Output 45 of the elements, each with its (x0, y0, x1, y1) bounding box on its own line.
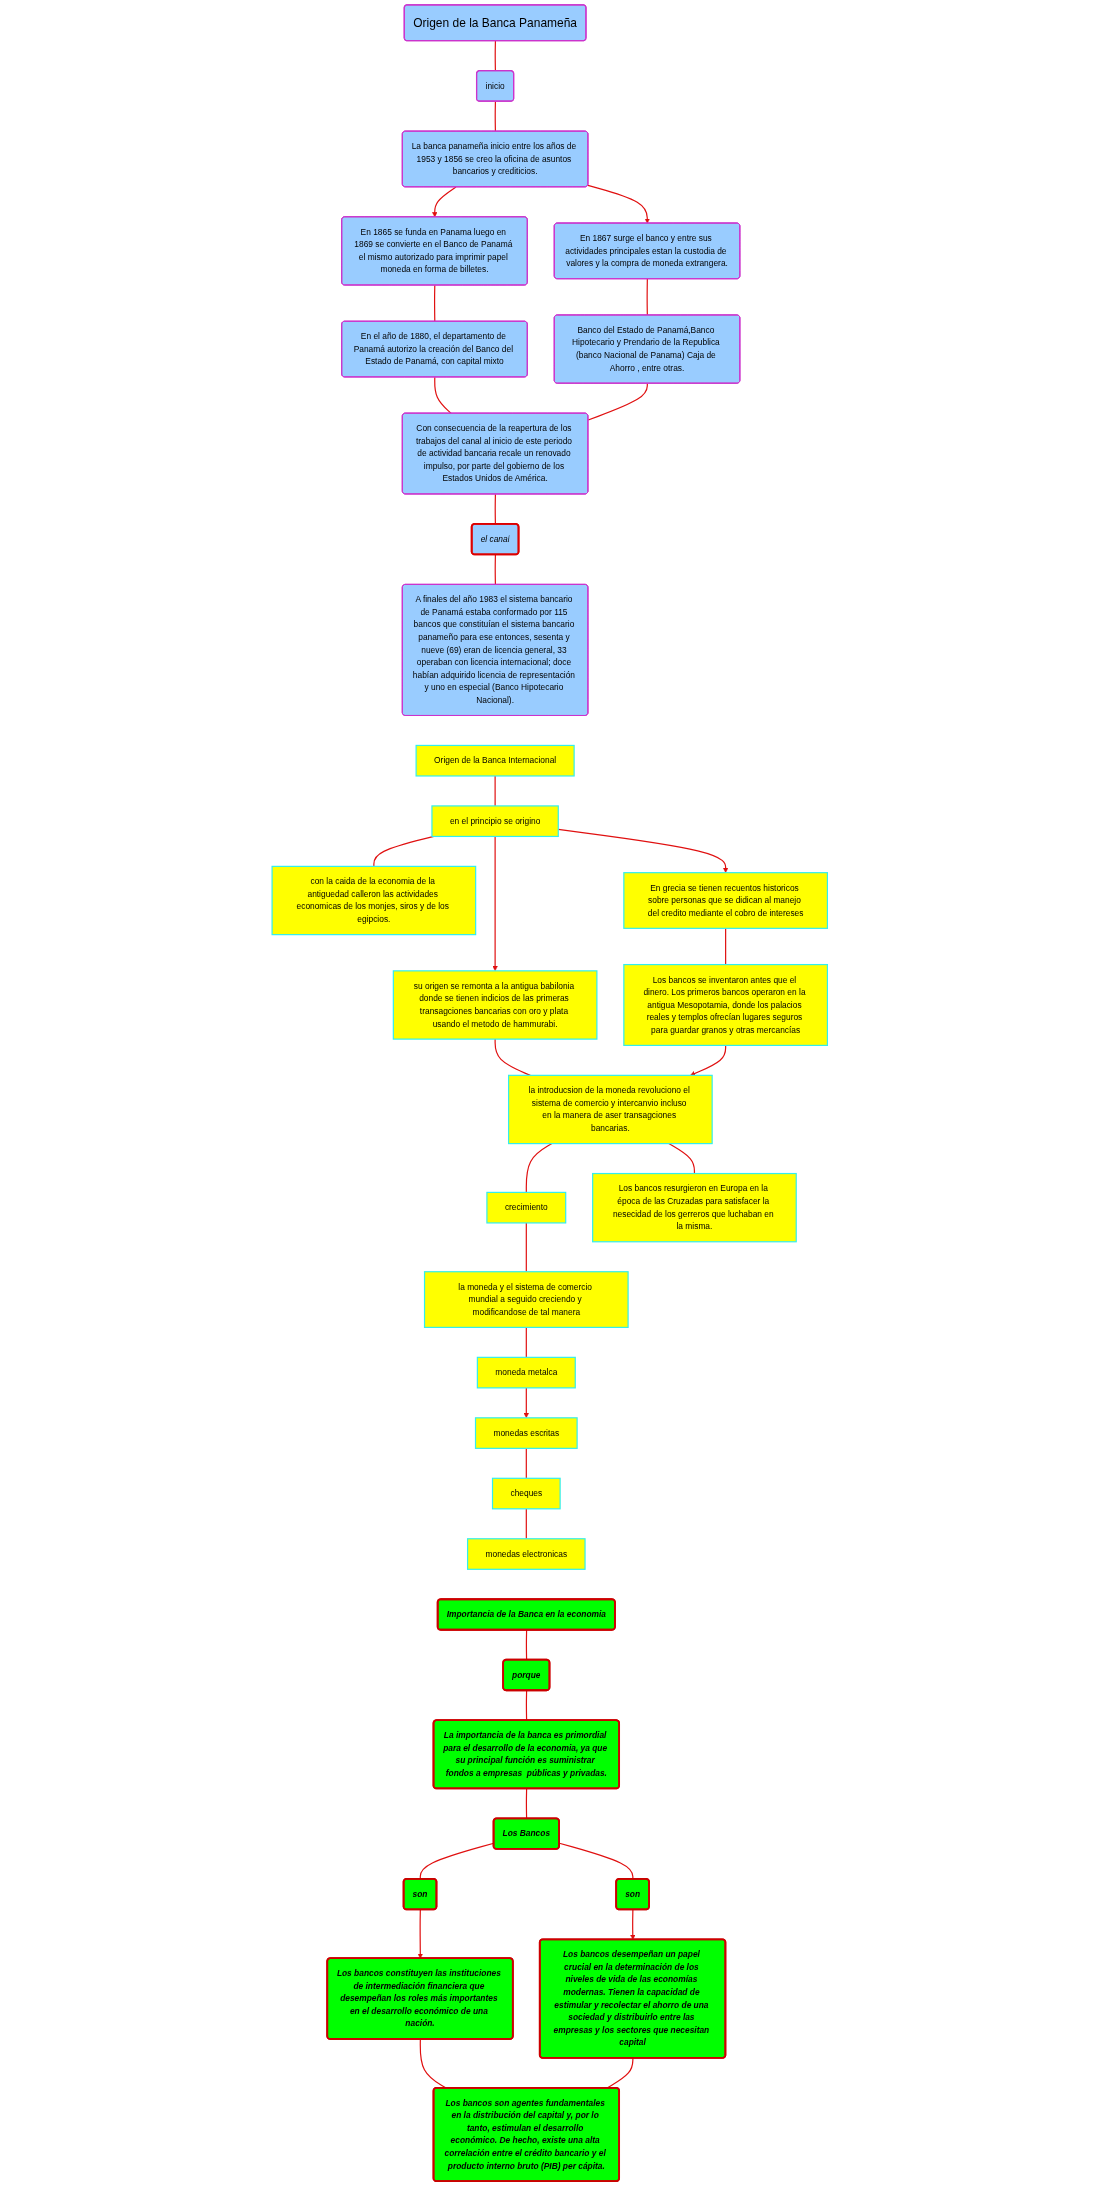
arrow (690, 1044, 726, 1076)
connector (606, 2057, 634, 2089)
connector (724, 927, 726, 966)
connector (494, 1038, 531, 1076)
connector (494, 40, 496, 72)
node-box: con la caida de la economia de la antiguedad calleron las actividades economicas de los monjes, siros y de los egipcios. (271, 865, 476, 936)
connector (525, 1629, 527, 1661)
connector (494, 554, 496, 586)
connector (494, 493, 496, 525)
connector (667, 1143, 695, 1175)
node-box: cheques (491, 1477, 561, 1510)
arrow (417, 1909, 423, 1959)
node-box: Origen de la Banca Internacional (415, 744, 575, 777)
connector (494, 100, 496, 132)
node-box: en el principio se origino (431, 805, 559, 838)
node-box: monedas electronicas (466, 1538, 586, 1570)
node-box: Los bancos resurgieron en Europa en la época de las Cruzadas para satisfacer la nesecidad de los gerreros que luchaban en la misma. (591, 1172, 797, 1243)
connector (373, 835, 435, 867)
connector (525, 1788, 527, 1820)
node-box: En grecia se tienen recuentos historicos sobre personas que se didican al manejo del credito mediante el cobro de intereses (623, 872, 828, 929)
connector (558, 1842, 634, 1880)
arrow (431, 186, 457, 218)
arrow (492, 835, 498, 972)
connector (587, 382, 648, 421)
arrow (629, 1909, 636, 1940)
node-box: moneda metalca (476, 1356, 576, 1389)
node-box: la introducsion de la moneda revoluciono el sistema de comercio y intercanvio incluso en la manera de aser transagciones bancarias. (507, 1074, 713, 1145)
connector (433, 376, 452, 415)
node-box: la moneda y el sistema de comercio mundial a seguido creciendo y modificandose de tal manera (423, 1271, 629, 1328)
node-box: Los bancos se inventaron antes que el dinero. Los primeros bancos operaron en la antigua Mesopotamia, donde los palacios reales y templos ofrecían lugares seguros para guardar granos y otras mercancías (623, 963, 828, 1046)
connector (525, 1143, 553, 1193)
node-box: monedas escritas (474, 1417, 578, 1449)
arrow (523, 1387, 529, 1419)
connector (525, 1447, 527, 1479)
connector (525, 1689, 527, 1722)
connector (525, 1222, 527, 1273)
node-box: su origen se remonta a la antigua babilonia donde se tienen indicios de las primeras transagciones bancarias con oro y plata usando el metodo de hammurabi. (392, 970, 598, 1040)
node-box: crecimiento (486, 1191, 567, 1224)
connector (433, 284, 436, 323)
connector (646, 278, 648, 316)
connector (525, 1508, 527, 1540)
arrow (587, 184, 650, 224)
connector (419, 2038, 447, 2089)
connector (525, 1326, 527, 1358)
connector (494, 775, 496, 807)
